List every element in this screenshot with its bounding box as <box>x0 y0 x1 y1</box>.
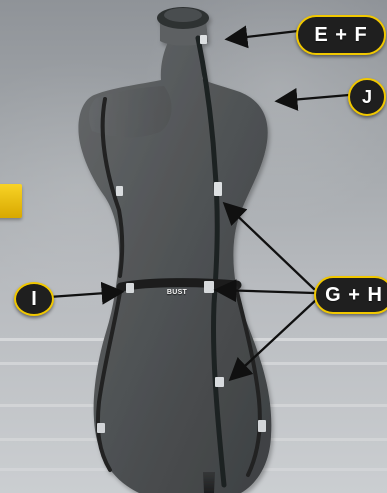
bust-tag: BUST <box>151 289 203 296</box>
adjuster-clip <box>204 281 214 293</box>
adjuster-clip <box>258 420 266 432</box>
callout-gh: G + H <box>314 276 387 314</box>
neck-cap-top <box>164 8 202 22</box>
waist-band <box>121 283 237 287</box>
adjuster-clip <box>215 377 224 387</box>
arrow-to-waist-left <box>49 292 120 297</box>
adjuster-clip <box>126 283 134 293</box>
adjuster-clip <box>214 182 222 196</box>
callout-j: J <box>348 78 386 116</box>
arrow-to-shoulder <box>279 95 349 101</box>
callout-ef: E + F <box>296 15 386 55</box>
adjuster-clip <box>97 423 105 433</box>
adjuster-clip <box>116 186 123 196</box>
arrow-to-neck <box>229 31 298 39</box>
callout-i: I <box>14 282 54 316</box>
adjuster-clip <box>200 35 207 44</box>
stand-post <box>203 472 215 493</box>
mannequin-body <box>78 7 271 493</box>
arrow-to-upper-adjuster <box>226 205 314 289</box>
